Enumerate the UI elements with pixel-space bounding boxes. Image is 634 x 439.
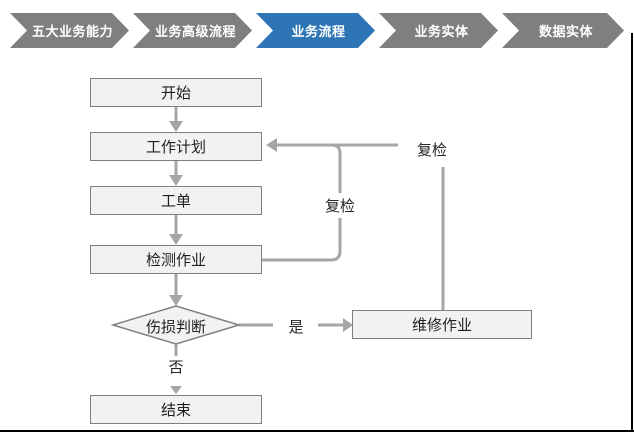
node-label: 工作计划 <box>145 138 206 156</box>
nav-step-label: 业务流程 <box>291 25 346 40</box>
edge-label-recheck-repair: 复检 <box>416 141 447 159</box>
node-end: 结束 <box>90 395 262 424</box>
node-repair: 维修作业 <box>352 310 532 339</box>
node-label: 结束 <box>160 401 191 419</box>
frame-right-border <box>631 33 633 432</box>
arrowhead-down-small-icon <box>170 386 182 394</box>
node-damage-decision-label: 伤损判断 <box>145 318 206 336</box>
nav-step-business-process-active[interactable]: 业务流程 <box>256 13 375 48</box>
nav-step-business-entity[interactable]: 业务实体 <box>379 13 498 48</box>
edge-label-recheck-loop: 复检 <box>316 193 364 218</box>
node-work-plan: 工作计划 <box>90 132 262 161</box>
nav-step-label: 五大业务能力 <box>31 25 113 40</box>
arrowhead-down-icon <box>169 175 183 186</box>
node-work-order: 工单 <box>90 186 262 215</box>
arrowhead-down-icon <box>169 295 183 306</box>
node-label: 开始 <box>160 84 191 102</box>
node-label: 检测作业 <box>145 251 206 269</box>
arrowhead-left-icon <box>266 138 277 152</box>
arrowhead-down-icon <box>169 121 183 132</box>
nav-step-five-capabilities[interactable]: 五大业务能力 <box>10 13 129 48</box>
node-start: 开始 <box>90 78 262 107</box>
node-label: 工单 <box>160 192 191 210</box>
node-label: 维修作业 <box>411 316 472 334</box>
edge-label-yes: 是 <box>288 318 304 336</box>
step-nav: 五大业务能力 业务高级流程 业务流程 业务实体 数据实体 <box>10 13 624 48</box>
arrowhead-down-icon <box>169 234 183 245</box>
edge-label-no: 否 <box>168 358 184 376</box>
frame-bottom-border <box>0 430 634 432</box>
nav-step-data-entity[interactable]: 数据实体 <box>502 13 624 48</box>
nav-step-label: 业务实体 <box>414 25 469 40</box>
node-inspection: 检测作业 <box>90 245 262 274</box>
nav-step-high-level-process[interactable]: 业务高级流程 <box>133 13 252 48</box>
nav-step-label: 数据实体 <box>538 25 593 40</box>
nav-step-label: 业务高级流程 <box>154 25 236 40</box>
